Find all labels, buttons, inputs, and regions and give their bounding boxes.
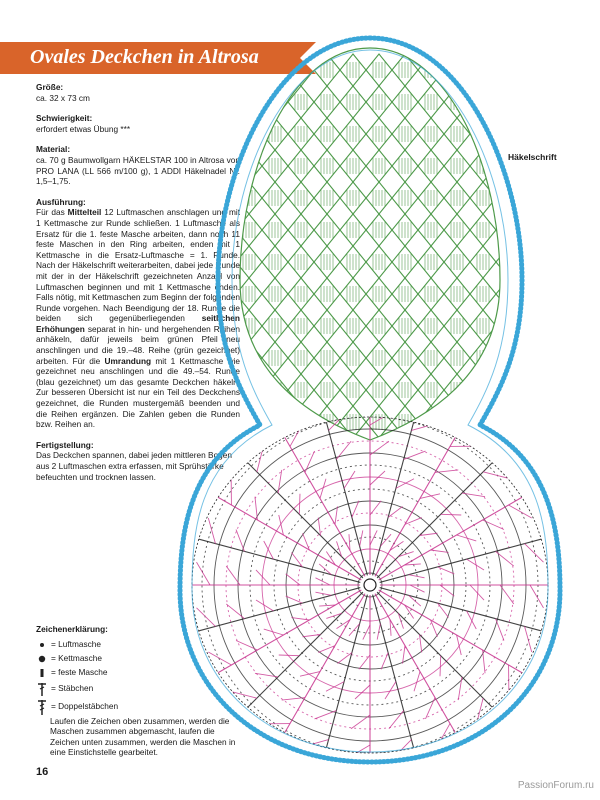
treble-crochet-icon	[36, 699, 48, 715]
slip-stitch-icon	[36, 655, 48, 663]
crochet-chart	[150, 30, 570, 770]
page-number: 16	[36, 766, 48, 778]
single-crochet-icon	[36, 668, 48, 678]
center-pattern	[192, 407, 548, 763]
double-crochet-icon	[36, 682, 48, 696]
chain-stitch-icon	[36, 641, 48, 649]
watermark: PassionForum.ru	[518, 780, 594, 791]
